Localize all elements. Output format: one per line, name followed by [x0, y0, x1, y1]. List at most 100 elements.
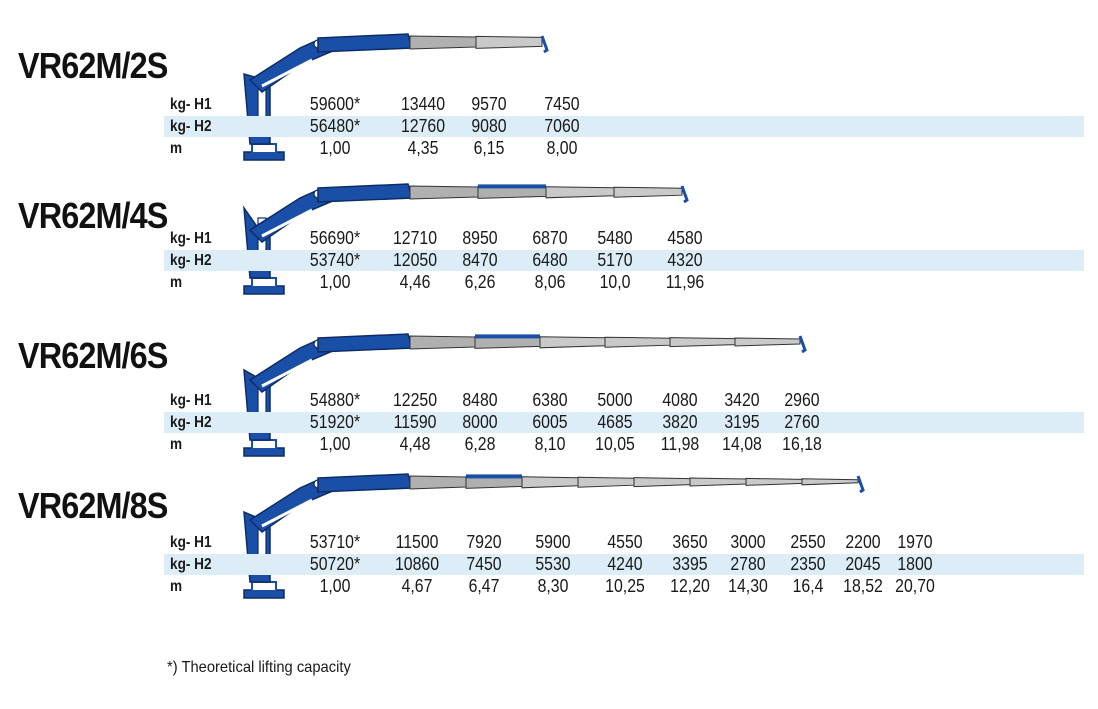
crane-column: [243, 368, 271, 441]
crane-boom-cylinder: [261, 358, 313, 388]
table-cell: 5900: [535, 532, 571, 552]
crane-base-plate: [251, 439, 277, 450]
crane-outer-boom: [317, 473, 413, 493]
row-label-h1: kg- H1: [170, 96, 212, 113]
table-cell: 5000: [597, 390, 633, 410]
model-title: VR62M/2S: [18, 45, 168, 86]
table-cell: 8000: [462, 412, 498, 432]
table-cell: 4,67: [401, 576, 433, 596]
crane-base: [243, 589, 285, 599]
crane-outer-boom: [317, 333, 413, 353]
table-cell: 8,06: [534, 272, 566, 292]
table-cell: 11590: [393, 412, 437, 432]
table-cell: 6380: [532, 390, 568, 410]
row-label-m: m: [170, 274, 183, 291]
table-cell: 9080: [471, 116, 507, 136]
crane-boom-extension: [801, 478, 859, 486]
table-cell: 8950: [462, 228, 498, 248]
table-cell: 11500: [395, 532, 439, 552]
table-cell: 53740*: [309, 250, 361, 270]
crane-joint: [313, 479, 323, 489]
footnote: *) Theoretical lifting capacity: [167, 659, 351, 676]
row-label-h2: kg- H2: [170, 556, 212, 573]
crane-boom-extension: [521, 476, 579, 489]
crane-joint: [313, 39, 323, 49]
table-cell: 2780: [730, 554, 766, 574]
table-cell: 1970: [897, 532, 933, 552]
crane-column-cylinder: [257, 217, 267, 269]
table-cell: 9570: [471, 94, 507, 114]
table-cell: 11,96: [665, 272, 705, 292]
crane-boom-extension: [545, 186, 615, 199]
table-cell: 6480: [532, 250, 568, 270]
table-cell: 2960: [784, 390, 820, 410]
table-cell: 4550: [607, 532, 643, 552]
crane-column-cylinder: [257, 521, 267, 573]
crane-boom-cylinder: [261, 58, 313, 88]
table-cell: 56690*: [309, 228, 361, 248]
crane-boom-cylinder: [261, 208, 313, 238]
crane-main-boom: [248, 37, 336, 93]
table-cell: 1,00: [319, 434, 351, 454]
crane-boom-extension: [477, 185, 547, 199]
table-cell: 5530: [535, 554, 571, 574]
crane-main-boom: [248, 477, 336, 533]
crane-boom-extension: [409, 335, 476, 350]
crane-base: [243, 447, 285, 457]
crane-base-plate: [251, 143, 277, 154]
table-cell: 1,00: [319, 272, 351, 292]
table-cell: 7450: [544, 94, 580, 114]
row-label-h1: kg- H1: [170, 392, 212, 409]
model-title: VR62M/6S: [18, 335, 168, 376]
table-cell: 6005: [532, 412, 568, 432]
table-cell: 10860: [394, 554, 440, 574]
table-cell: 4,46: [399, 272, 431, 292]
crane-boom-extension: [604, 336, 671, 348]
table-cell: 11,98: [660, 434, 700, 454]
table-cell: 8,10: [534, 434, 566, 454]
table-cell: 8470: [462, 250, 498, 270]
table-cell: 56480*: [309, 116, 361, 136]
crane-outer-boom: [317, 183, 413, 203]
table-cell: 6,15: [473, 138, 505, 158]
table-cell: 4,35: [407, 138, 439, 158]
crane-hook: [680, 185, 689, 204]
crane-boom-extension: [465, 475, 523, 489]
crane-boom-extension: [745, 477, 803, 486]
table-cell: 2760: [784, 412, 820, 432]
crane-boom-extension: [409, 35, 477, 50]
table-cell: 3395: [672, 554, 708, 574]
crane-extension-cylinder: [475, 334, 540, 339]
table-cell: 7060: [544, 116, 580, 136]
crane-extension-cylinder: [478, 184, 546, 189]
table-cell: 16,4: [792, 576, 824, 596]
table-cell: 2550: [790, 532, 826, 552]
table-cell: 4240: [607, 554, 643, 574]
table-cell: 51920*: [309, 412, 361, 432]
row-label-h2: kg- H2: [170, 118, 212, 135]
table-cell: 1800: [897, 554, 933, 574]
crane-extension-cylinder: [466, 474, 522, 479]
row-label-m: m: [170, 436, 183, 453]
table-cell: 10,05: [595, 434, 635, 454]
table-cell: 8480: [462, 390, 498, 410]
model-title: VR62M/4S: [18, 195, 168, 236]
table-cell: 4580: [667, 228, 703, 248]
table-cell: 6,26: [464, 272, 496, 292]
table-cell: 4080: [662, 390, 698, 410]
table-cell: 12250: [392, 390, 438, 410]
table-cell: 4,48: [399, 434, 431, 454]
table-cell: 18,52: [843, 576, 883, 596]
crane-base: [243, 151, 285, 161]
crane-main-boom: [248, 337, 336, 393]
crane-boom-extension: [539, 336, 606, 349]
table-cell: 2200: [845, 532, 881, 552]
crane-boom-extension: [474, 335, 541, 349]
